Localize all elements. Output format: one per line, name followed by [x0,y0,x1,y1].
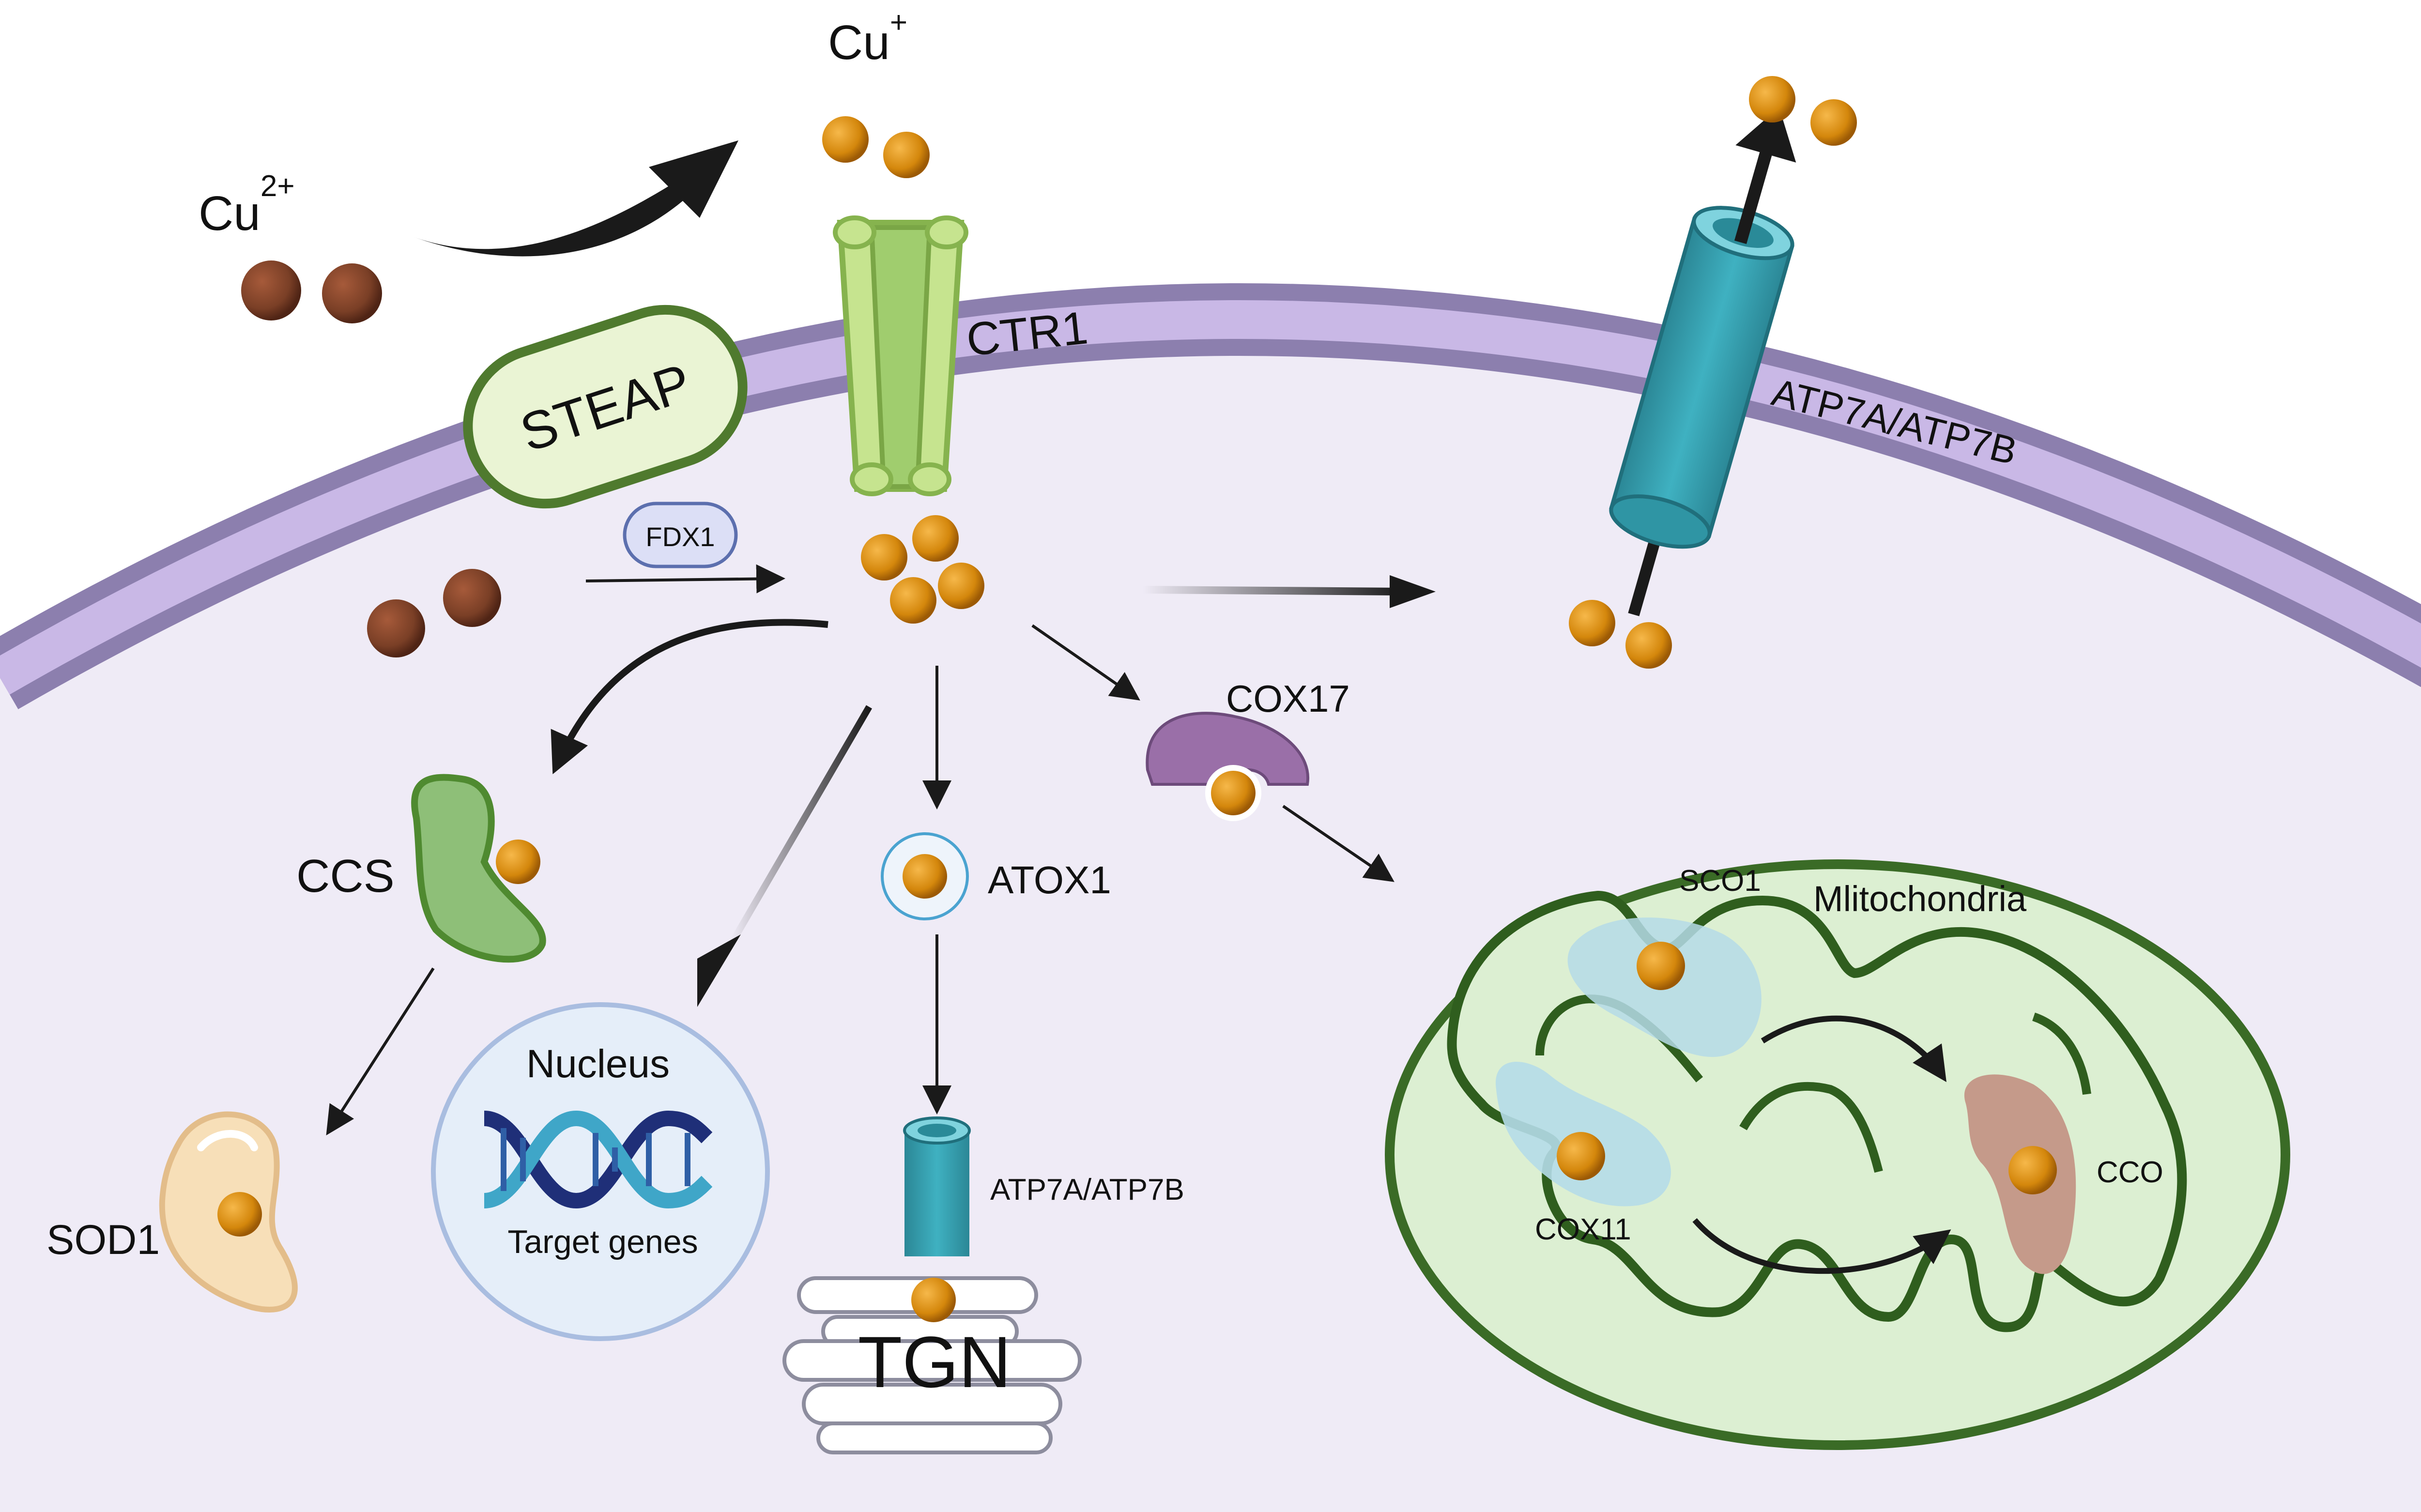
cox17-protein [1146,712,1310,821]
membrane-inner [0,300,2421,695]
ctr1-label: CTR1 [964,302,1090,366]
cu2-label: Cu2+ [199,169,295,241]
sod1-protein [159,1111,298,1313]
dna-icon [483,1110,713,1209]
cu1-ion [1749,76,1795,122]
fdx1-protein: FDX1 [623,502,738,568]
fdx1-reduction-arrow [585,564,785,594]
export-arrow-head [1390,575,1436,608]
steap-protein: STEAP [463,305,748,509]
cu1-ion [1211,771,1256,815]
nucleus-arrow-head [697,934,741,1007]
sco1-to-cco-arrow [1761,1015,1946,1082]
tgn-label: TGN [858,1321,1011,1403]
ctr1-channel [833,215,968,496]
fdx1-label: FDX1 [645,521,715,552]
cco-complex [1964,1074,2076,1274]
cox11-protein [1496,1061,1671,1207]
tgn-golgi [782,1276,1082,1454]
cu1-ion [1810,99,1857,146]
cu1-ion [1625,622,1672,669]
cu2-extracellular-group: Cu2+ [199,169,382,323]
nucleus-label: Nucleus [526,1042,670,1086]
cu1-ion [1637,942,1685,990]
sco1-label: SCO1 [1679,864,1761,898]
target-genes-label: Target genes [507,1223,698,1260]
cu1-intracellular-cluster [861,515,984,624]
atox1-protein [881,832,969,920]
cox17-arrow [1031,624,1140,701]
atp7-tgn-transporter [903,1116,971,1256]
cu1-ion [217,1192,262,1237]
cu2-ion [322,263,382,323]
ccs-label: CCS [296,850,395,902]
cox11-label: COX11 [1535,1213,1631,1246]
sod1-label: SOD1 [46,1217,160,1263]
cu1-ion [496,840,540,884]
atox1-label: ATOX1 [988,858,1111,901]
cu2-ion [443,569,501,627]
cox17-label: COX17 [1226,677,1350,720]
reduction-arrow [412,140,738,257]
cu1-extracellular-group: Cu+ [822,6,930,178]
cu1-ion [1557,1132,1605,1180]
ccs-arrow [551,619,828,775]
cu1-ion [890,577,936,624]
mitochondria-label: Mlitochondria [1813,879,2027,919]
cu1-label: Cu+ [828,6,907,70]
cu1-ion [883,132,930,178]
cu2-ion [241,260,301,321]
nucleus: Nucleus Target genes [431,1002,770,1341]
ccs-protein [411,774,546,963]
cu1-ion [911,1278,956,1322]
cco-label: CCO [2097,1156,2163,1189]
cu2-ion [367,599,425,657]
sco1-protein [1567,917,1762,1057]
atp7-membrane-transporter [1609,107,1796,616]
atp7-tgn-label: ATP7A/ATP7B [990,1173,1184,1207]
cu1-ion [2008,1146,2057,1194]
cu1-ion [822,116,869,163]
cu1-ion [938,563,984,609]
nucleus-arrow-tail [728,705,873,946]
sod1-arrow [326,967,435,1136]
export-arrow [1142,586,1405,596]
cu1-ion [861,534,907,580]
mito-arrow [1282,805,1394,882]
cu1-ion [1569,600,1615,646]
cox11-to-cco-arrow [1692,1218,1951,1274]
cu1-ion [903,854,947,899]
cu1-ion [912,515,959,562]
